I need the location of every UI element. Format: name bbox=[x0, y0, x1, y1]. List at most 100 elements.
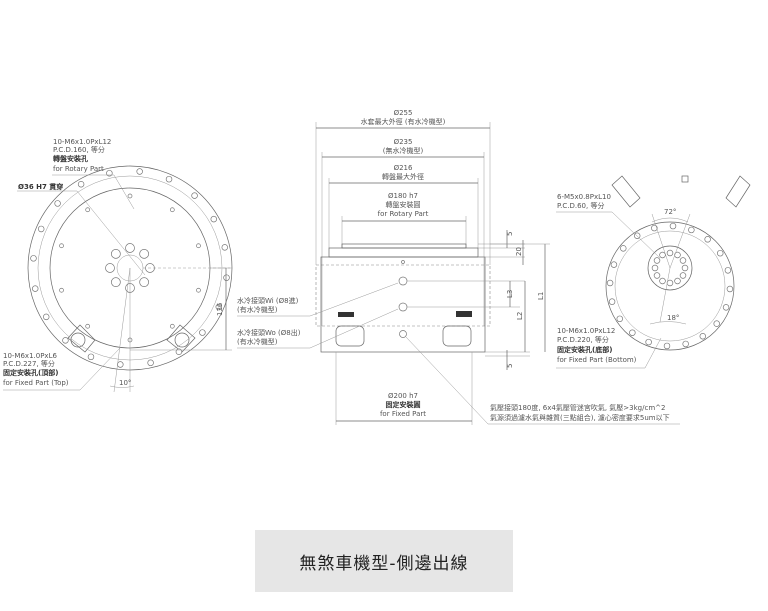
water-out-label: 水冷接頭Wo (Ø8出) bbox=[237, 328, 301, 337]
bolt-hole bbox=[31, 285, 39, 292]
bottom-holes-pcd: P.C.D.220, 等分 bbox=[557, 335, 609, 344]
center-hub bbox=[647, 245, 693, 291]
d200-value: Ø200 h7 bbox=[388, 392, 418, 400]
bolt-hole bbox=[606, 279, 614, 287]
bolt-hole bbox=[125, 243, 135, 253]
connector-top-right bbox=[725, 175, 751, 208]
bolt-hole bbox=[139, 277, 149, 287]
bolt-hole bbox=[713, 320, 720, 327]
bolt-hole bbox=[645, 338, 652, 346]
bolt-hole bbox=[165, 175, 173, 183]
d255-value: Ø255 bbox=[394, 109, 413, 117]
d200-en: for Fixed Part bbox=[380, 410, 426, 418]
bolt-hole bbox=[699, 333, 707, 340]
bolt-hole bbox=[111, 249, 121, 259]
bolt-hole bbox=[682, 340, 689, 348]
side-connector-left bbox=[67, 324, 96, 353]
bolt-hole bbox=[42, 313, 50, 321]
rotary-holes-pcd: P.C.D.160, 等分 bbox=[53, 145, 105, 154]
bolt-hole bbox=[659, 251, 666, 259]
bolt-hole bbox=[105, 263, 115, 273]
bolt-hole bbox=[653, 257, 661, 264]
water-jacket bbox=[315, 264, 491, 327]
bolt-hole bbox=[169, 323, 175, 329]
bolt-hole bbox=[688, 226, 695, 234]
dim-bottom-5: 5 bbox=[506, 364, 514, 368]
bolt-hole bbox=[30, 255, 37, 262]
side-view: Ø255 水套最大外徑 (有水冷機型) Ø235 (無水冷機型) Ø216 轉盤… bbox=[237, 109, 680, 425]
bolt-hole bbox=[136, 168, 143, 175]
air-label: 氣壓接頭180度, 6x4氣壓管迷宮吹氣, 氣壓>3kg/cm^2 bbox=[490, 403, 665, 412]
bolt-hole bbox=[62, 337, 69, 344]
bolt-hole bbox=[169, 207, 175, 213]
bolt-hole bbox=[704, 236, 711, 243]
bottom-flange bbox=[605, 221, 735, 351]
bolt-hole bbox=[679, 272, 687, 279]
bolt-hole bbox=[724, 267, 732, 274]
angle-10: 10° bbox=[119, 379, 131, 387]
top-holes-en: for Fixed Part (Top) bbox=[3, 379, 69, 387]
bolt-hole bbox=[37, 225, 45, 233]
center-holes-pcd: P.C.D.60, 等分 bbox=[557, 201, 604, 210]
rotary-flange bbox=[328, 247, 479, 258]
bottom-holes-title: 固定安裝孔(底部) bbox=[557, 345, 612, 354]
bolt-hole bbox=[610, 261, 618, 268]
dim-136: 136 bbox=[216, 302, 224, 316]
bolt-hole bbox=[210, 215, 218, 223]
d180-en: for Rotary Part bbox=[378, 210, 429, 218]
bolt-hole bbox=[722, 304, 730, 311]
bolt-hole bbox=[620, 245, 627, 252]
bolt-hole bbox=[669, 222, 677, 230]
water-outlet-fitting bbox=[398, 302, 408, 312]
top-holes-pcd: P.C.D.227, 等分 bbox=[3, 359, 55, 368]
water-in-note: (有水冷機型) bbox=[237, 305, 278, 314]
bolt-hole bbox=[139, 249, 149, 259]
connector-right bbox=[442, 325, 472, 347]
bolt-hole bbox=[666, 279, 674, 287]
bottom-view: 72° 18° 6-M5x0.8PxL10 P.C.D.60, 等分 10-M6… bbox=[556, 175, 751, 369]
dim-l1: L1 bbox=[537, 292, 545, 300]
bolt-hole bbox=[616, 315, 623, 323]
bolt-hole bbox=[659, 277, 666, 285]
bolt-hole bbox=[106, 169, 113, 177]
bolt-hole bbox=[679, 257, 687, 264]
d255-label: 水套最大外徑 (有水冷機型) bbox=[361, 117, 446, 126]
d180-label: 轉盤安裝圓 bbox=[386, 200, 421, 209]
air-fitting bbox=[399, 330, 407, 338]
top-view: 136 10° Ø36 H7 貫穿 10-M6x1.0PxL12 P.C.D.1… bbox=[3, 138, 233, 393]
bolt-hole bbox=[54, 200, 61, 207]
water-inlet-fitting bbox=[398, 276, 408, 286]
dim-l2: L2 bbox=[516, 312, 524, 320]
d235-value: Ø235 bbox=[394, 138, 413, 146]
caption: 無煞車機型-側邊出線 bbox=[255, 530, 513, 592]
bolt-hole bbox=[147, 359, 154, 367]
bolt-hole bbox=[717, 249, 724, 257]
bolt-hole bbox=[196, 243, 201, 249]
body bbox=[320, 256, 486, 353]
connector-left bbox=[335, 325, 365, 347]
bolt-hole bbox=[117, 361, 124, 368]
d200-label: 固定安裝圓 bbox=[386, 400, 421, 409]
d216-value: Ø216 bbox=[394, 164, 413, 172]
bolt-hole bbox=[674, 277, 681, 285]
bottom-holes-en: for Fixed Part (Bottom) bbox=[557, 356, 637, 364]
bolt-hole bbox=[223, 274, 230, 281]
angle-18: 18° bbox=[667, 314, 679, 322]
air-note: 氣源須過濾水氣與雜質(三點組合), 濾心密度要求5um以下 bbox=[490, 413, 670, 422]
bolt-hole bbox=[681, 264, 689, 272]
bolt-hole bbox=[85, 207, 91, 213]
bolt-hole bbox=[196, 287, 201, 293]
rotary-holes-spec: 10-M6x1.0PxL12 bbox=[53, 138, 111, 146]
bolt-hole bbox=[666, 249, 674, 257]
bolt-hole bbox=[85, 323, 91, 329]
bolt-hole bbox=[629, 329, 636, 336]
water-out-note: (有水冷機型) bbox=[237, 337, 278, 346]
bolt-hole bbox=[111, 277, 121, 287]
connector-top-left bbox=[611, 175, 641, 208]
bolt-hole bbox=[651, 224, 658, 232]
rotary-holes-en: for Rotary Part bbox=[53, 165, 104, 173]
bolt-hole bbox=[59, 287, 64, 293]
bolt-hole bbox=[87, 353, 95, 361]
angle-72: 72° bbox=[664, 208, 676, 216]
